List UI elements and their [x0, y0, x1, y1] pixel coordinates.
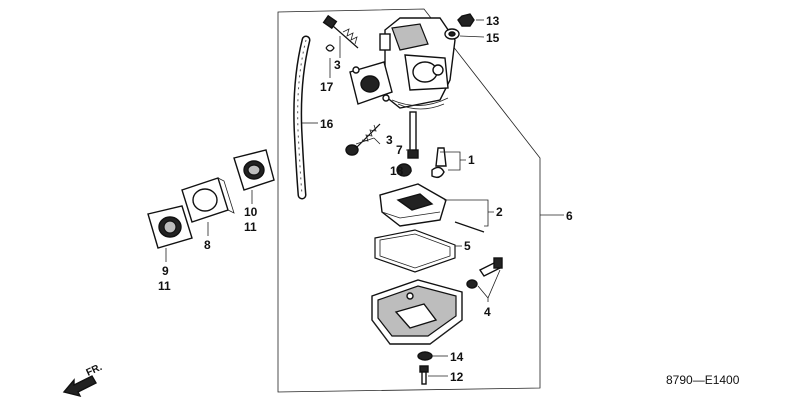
insulator-gasket [233, 149, 275, 191]
fuel-tube [293, 35, 311, 200]
insulator [181, 177, 235, 223]
front-label: FR. [85, 362, 104, 379]
callout-16: 16 [320, 117, 334, 131]
callout-7: 7 [396, 143, 403, 157]
callout-11-right: 11 [244, 220, 257, 234]
callout-1: 1 [468, 153, 475, 167]
bowl-bolt [417, 351, 433, 385]
callout-8: 8 [204, 238, 211, 252]
callout-4: 4 [484, 305, 491, 319]
callout-18: 18 [390, 164, 404, 178]
callout-14: 14 [450, 350, 464, 364]
callout-11-left: 11 [158, 279, 171, 293]
front-direction-indicator: FR. [62, 362, 104, 398]
callout-17: 17 [320, 80, 334, 94]
drawing-code: 8790—E1400 [666, 373, 740, 387]
callout-3-lower: 3 [386, 133, 393, 147]
front-arrow-icon [62, 375, 97, 398]
nut-and-washer [444, 13, 475, 40]
throttle-stop-screw [322, 14, 359, 49]
float [379, 183, 485, 233]
callout-5: 5 [464, 239, 471, 253]
float-chamber-gasket [374, 229, 456, 273]
callout-10: 10 [244, 205, 258, 219]
assembly-outline [277, 8, 541, 393]
carburetor-gasket [147, 205, 193, 249]
float-chamber [371, 279, 463, 345]
pilot-screw [345, 123, 381, 156]
callout-15: 15 [486, 31, 500, 45]
callout-9: 9 [162, 264, 169, 278]
drain-screw [466, 257, 503, 289]
callout-13: 13 [486, 14, 500, 28]
clip [325, 44, 335, 52]
callout-3-upper: 3 [334, 58, 341, 72]
main-jet [407, 111, 419, 159]
leader-lines [165, 19, 564, 377]
carburetor-body [349, 17, 456, 110]
callout-12: 12 [450, 370, 464, 384]
callout-6: 6 [566, 209, 573, 223]
nozzle [396, 163, 412, 177]
callout-2: 2 [496, 205, 503, 219]
callout-labels: 13 15 3 17 16 3 7 1 18 2 6 5 4 14 12 10 … [158, 14, 573, 384]
float-valve [431, 147, 447, 179]
